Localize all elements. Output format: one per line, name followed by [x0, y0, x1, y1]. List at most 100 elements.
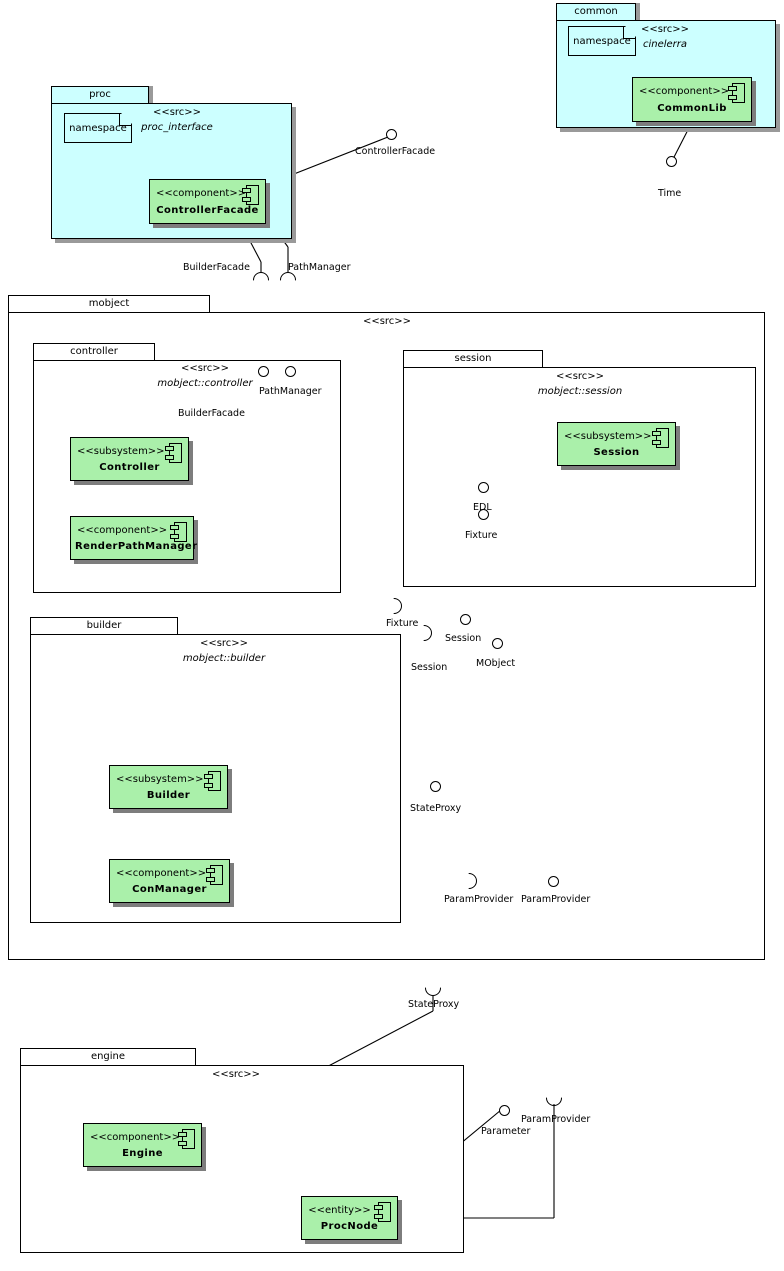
qualified-name: cinelerra	[642, 39, 688, 50]
component-engine[interactable]: <<component>> Engine	[83, 1123, 202, 1167]
stereotype-src: <<src>>	[555, 371, 605, 382]
component-stereotype: <<subsystem>>	[116, 774, 204, 785]
interface-state-proxy-ball[interactable]	[430, 781, 441, 792]
interface-time-label: Time	[658, 188, 682, 199]
package-engine-name: engine	[90, 1051, 126, 1062]
component-name: ControllerFacade	[156, 205, 259, 216]
interface-param-provider-label: ParamProvider	[444, 894, 514, 905]
component-name: Engine	[122, 1148, 163, 1159]
component-icon	[170, 522, 187, 542]
interface-param-provider-ball[interactable]	[548, 876, 559, 887]
component-stereotype: <<component>>	[90, 1132, 181, 1143]
component-icon	[204, 771, 221, 791]
component-stereotype: <<subsystem>>	[564, 431, 652, 442]
package-mobject-name: mobject	[88, 298, 130, 309]
component-name: RenderPathManager	[75, 541, 198, 552]
qualified-name: mobject::session	[537, 386, 623, 397]
interface-edl-ball[interactable]	[478, 482, 489, 493]
interface-time-ball[interactable]	[666, 156, 677, 167]
component-common-lib[interactable]: <<component>> CommonLib	[632, 77, 752, 122]
package-mobject-caption: <<src>>	[337, 316, 437, 327]
interface-param-provider-socket[interactable]	[461, 873, 477, 889]
stereotype-src: <<src>>	[211, 1069, 261, 1080]
interface-path-manager-label: PathManager	[288, 262, 351, 273]
interface-builder-facade-label: BuilderFacade	[183, 262, 250, 273]
component-render-path-manager[interactable]: <<component>> RenderPathManager	[70, 516, 198, 560]
interface-param-provider-socket[interactable]	[546, 1090, 562, 1106]
interface-controller-facade-label: ControllerFacade	[355, 146, 436, 157]
package-common-name: common	[574, 6, 618, 17]
interface-builder-facade-label: BuilderFacade	[178, 408, 245, 419]
package-proc-tab: proc	[51, 86, 149, 104]
interface-mobject-label: MObject	[476, 658, 516, 669]
interface-fixture-label: Fixture	[465, 530, 498, 541]
component-stereotype: <<component>>	[77, 525, 168, 536]
interface-session-ball[interactable]	[460, 614, 471, 625]
component-name: Builder	[146, 790, 191, 801]
interface-edl-label: EDL	[473, 502, 492, 513]
package-mobject-tab: mobject	[8, 295, 210, 313]
component-session[interactable]: <<subsystem>> Session	[557, 422, 676, 466]
namespace-note-label: namespace	[573, 35, 631, 47]
interface-path-manager-socket[interactable]	[280, 272, 296, 288]
interface-state-proxy-socket[interactable]	[425, 980, 441, 996]
package-session[interactable]: session	[403, 350, 756, 587]
package-proc-name: proc	[89, 89, 111, 100]
package-session-caption: <<src>> mobject::session	[520, 371, 640, 397]
interface-session-label: Session	[445, 633, 482, 644]
component-con-manager[interactable]: <<component>> ConManager	[109, 859, 230, 903]
qualified-name: mobject::builder	[182, 653, 266, 664]
package-controller-name: controller	[70, 346, 118, 357]
interface-session-socket[interactable]	[416, 625, 432, 641]
stereotype-src: <<src>>	[180, 363, 230, 374]
component-icon	[165, 443, 182, 463]
namespace-note-label: namespace	[69, 122, 127, 134]
interface-fixture-socket[interactable]	[386, 598, 402, 614]
interface-parameter-ball[interactable]	[499, 1105, 510, 1116]
interface-builder-facade-ball[interactable]	[258, 366, 269, 377]
interface-state-proxy-label: StateProxy	[408, 999, 460, 1010]
interface-path-manager-label: PathManager	[259, 386, 322, 397]
component-icon	[728, 83, 745, 103]
component-icon	[374, 1202, 391, 1222]
interface-param-provider-label: ParamProvider	[521, 1114, 591, 1125]
namespace-note-proc: namespace	[64, 113, 132, 143]
interface-mobject-ball[interactable]	[492, 638, 503, 649]
package-controller-tab: controller	[33, 343, 155, 361]
component-icon	[178, 1129, 195, 1149]
component-stereotype: <<entity>>	[308, 1205, 371, 1216]
component-controller-facade[interactable]: <<component>> ControllerFacade	[149, 179, 266, 224]
component-stereotype: <<subsystem>>	[77, 446, 165, 457]
qualified-name: mobject::controller	[157, 378, 253, 389]
component-name: ProcNode	[320, 1221, 379, 1232]
interface-builder-facade-socket[interactable]	[253, 272, 269, 288]
component-builder[interactable]: <<subsystem>> Builder	[109, 765, 228, 809]
package-builder-tab: builder	[30, 617, 178, 635]
component-name: Controller	[99, 462, 160, 473]
qualified-name: proc_interface	[141, 122, 213, 133]
package-session-body	[403, 367, 756, 587]
component-name: CommonLib	[657, 103, 727, 114]
package-builder-caption: <<src>> mobject::builder	[165, 638, 283, 664]
stereotype-src: <<src>>	[199, 638, 249, 649]
interface-fixture-label: Fixture	[386, 618, 419, 629]
interface-fixture-ball[interactable]	[478, 509, 489, 520]
interface-state-proxy-label: StateProxy	[410, 803, 462, 814]
package-common-tab: common	[556, 3, 636, 21]
package-session-name: session	[454, 353, 492, 364]
package-session-tab: session	[403, 350, 543, 368]
component-stereotype: <<component>>	[639, 86, 730, 97]
namespace-note-common: namespace	[568, 26, 636, 56]
package-engine-caption: <<src>>	[186, 1069, 286, 1080]
interface-path-manager-ball[interactable]	[285, 366, 296, 377]
interface-controller-facade-ball[interactable]	[386, 129, 397, 140]
package-proc-caption: <<src>> proc_interface	[125, 107, 229, 133]
interface-parameter-label: Parameter	[481, 1126, 531, 1137]
component-controller[interactable]: <<subsystem>> Controller	[70, 437, 189, 481]
stereotype-src: <<src>>	[640, 24, 690, 35]
component-name: ConManager	[132, 884, 207, 895]
component-proc-node[interactable]: <<entity>> ProcNode	[301, 1196, 398, 1240]
component-stereotype: <<component>>	[116, 868, 207, 879]
package-builder-name: builder	[86, 620, 122, 631]
